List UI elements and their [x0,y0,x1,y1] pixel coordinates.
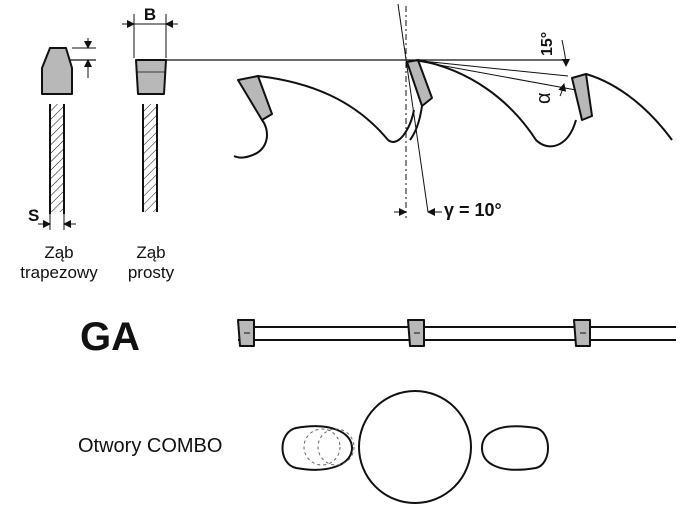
blade-body-hatching [143,104,157,212]
left-gullet-curve [233,119,268,159]
right-combo-hole [480,425,549,471]
b-dimension-label: B [144,5,156,24]
flat-carbide-tip [135,59,167,95]
tooth-back-curve [417,59,577,148]
tooth-back-curve [257,75,415,143]
tooth-type-label: GA [80,315,140,359]
middle-gullet-curve [409,105,423,141]
combo-hole-dashed-circle [303,428,341,466]
saw-teeth-side-view: 15° α γ = 10° [233,3,673,220]
right-side-tooth-tip [571,73,593,121]
alpha-angle-arc [558,83,567,97]
middle-side-tooth-tip [406,59,433,107]
tooth-back-curve [585,73,673,141]
trapezoid-tooth-profile: S Ząb trapezowy [20,38,98,282]
combo-holes: Otwory COMBO [78,390,549,504]
flat-tooth-label-line2: prosty [128,263,175,282]
clearance-angle-arc [561,39,570,67]
left-combo-hole [281,425,354,471]
center-bore-hole [358,390,472,504]
trapezoid-tooth-label-line2: trapezowy [20,263,98,282]
left-side-tooth-tip [237,75,273,121]
clearance-angle-line [411,59,569,77]
blade-body-hatching [50,104,64,212]
alpha-angle-label: α [533,92,555,104]
rake-angle-line [397,3,429,213]
trapezoid-tooth-label-line1: Ząb [44,243,73,262]
flat-tooth-label-line1: Ząb [136,243,165,262]
combo-hole-dashed-circle [317,428,355,466]
s-dimension-label: S [28,206,39,225]
clearance-angle-line [411,59,577,91]
gamma-angle-label: γ = 10° [444,200,502,220]
clearance-angle-label: 15° [539,32,556,56]
ga-tooth-layout: GA [80,315,676,359]
flat-tooth-profile: B Ząb prosty [122,5,178,282]
trapezoid-carbide-tip [41,47,73,95]
combo-holes-label: Otwory COMBO [78,435,222,457]
